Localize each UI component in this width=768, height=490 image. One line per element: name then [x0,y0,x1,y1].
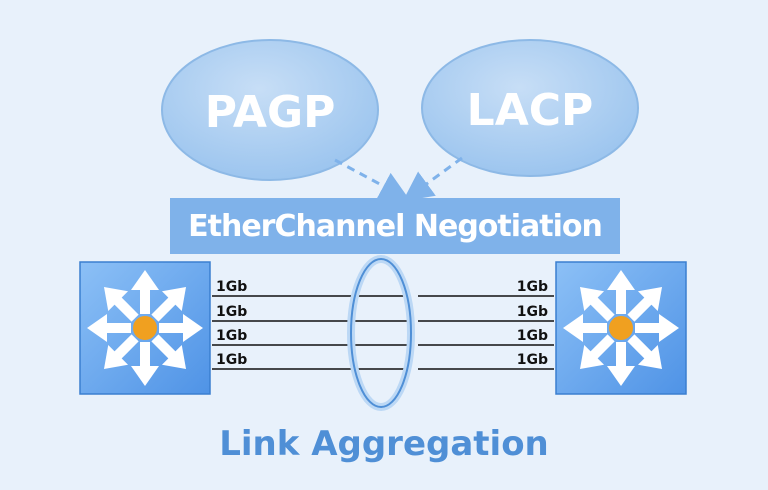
etherchannel-negotiation-box: EtherChannel Negotiation [170,198,620,254]
link-label-left-3: 1Gb [216,328,247,344]
link-label-right-1: 1Gb [517,279,548,295]
switch-hub-icon [609,316,633,340]
lacp-oval: LACP [421,39,639,177]
right-switch-icon [555,261,687,395]
link-label-right-3: 1Gb [517,328,548,344]
switch-hub-icon [133,316,157,340]
lacp-arrow [402,156,463,202]
link-lines [212,295,554,370]
link-label-left-4: 1Gb [216,352,247,368]
link-label-right-2: 1Gb [517,304,548,320]
link-aggregation-caption: Link Aggregation [219,424,549,464]
aggregation-ring [347,255,415,411]
link-label-left-1: 1Gb [216,279,247,295]
link-label-right-4: 1Gb [517,352,548,368]
lacp-label: LACP [467,85,594,136]
left-switch-icon [79,261,211,395]
etherchannel-negotiation-label: EtherChannel Negotiation [188,208,603,244]
link-label-left-2: 1Gb [216,304,247,320]
pagp-arrow [334,158,410,201]
pagp-label: PAGP [205,87,336,138]
pagp-oval: PAGP [161,39,379,181]
